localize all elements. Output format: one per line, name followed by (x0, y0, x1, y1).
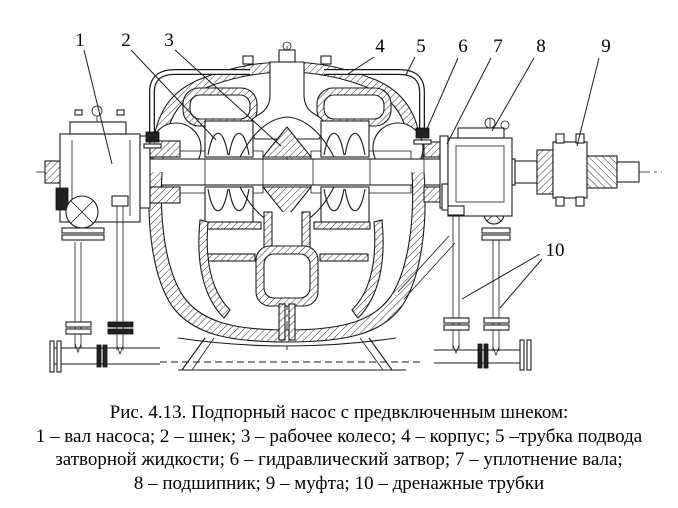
figure-caption-title: Рис. 4.13. Подпорный насос с предвключен… (109, 402, 569, 423)
leader-2 (130, 49, 217, 141)
pump-casing-lower (148, 171, 426, 343)
screw-inducer-left (204, 120, 254, 224)
part-label-8: 8 (536, 36, 546, 57)
leader-10a (461, 253, 541, 300)
bearing-housing-left (55, 105, 141, 241)
part-labels: 1 2 3 4 5 6 7 8 9 10 (75, 30, 611, 261)
coupling (536, 133, 640, 207)
part-label-6: 6 (458, 36, 468, 57)
shaft-seal-left (139, 135, 181, 209)
figure-caption: Рис. 4.13. Подпорный насос с предвключен… (0, 401, 678, 495)
leader-lines (83, 49, 600, 309)
figure-caption-line3: 8 – подшипник; 9 – муфта; 10 – дренажные… (133, 472, 545, 494)
leader-8 (491, 57, 535, 132)
leader-7 (446, 57, 492, 145)
leader-5 (405, 56, 416, 76)
seal-liquid-tube-left (143, 69, 250, 149)
pump-diagram: 1 2 3 4 5 6 7 8 9 10 (36, 30, 662, 373)
bearing-housing-right (447, 117, 513, 217)
drain-pipes-left (49, 195, 160, 373)
leader-6 (425, 57, 459, 132)
leader-3 (174, 49, 282, 147)
volute-channels (177, 211, 397, 347)
part-label-9: 9 (601, 36, 611, 57)
seal-liquid-tube-right (324, 69, 432, 145)
part-label-3: 3 (164, 30, 174, 51)
drain-pipes-right (397, 205, 532, 371)
part-label-1: 1 (75, 30, 85, 51)
leader-10b (499, 258, 543, 309)
leader-1 (83, 49, 113, 165)
figure-caption-line1: 1 – вал насоса; 2 – шнек; 3 – рабочее ко… (35, 425, 643, 447)
part-label-4: 4 (375, 36, 385, 57)
part-label-7: 7 (493, 36, 503, 57)
pump-base (160, 337, 420, 371)
part-label-10: 10 (546, 240, 565, 261)
figure-caption-line2: затворной жидкости; 6 – гидравлический з… (55, 449, 623, 471)
part-label-2: 2 (121, 30, 131, 51)
casing-center-cap (242, 41, 332, 140)
leader-9 (576, 57, 600, 147)
part-label-5: 5 (416, 36, 426, 57)
leader-4 (347, 56, 375, 75)
screw-inducer-right (320, 120, 370, 224)
